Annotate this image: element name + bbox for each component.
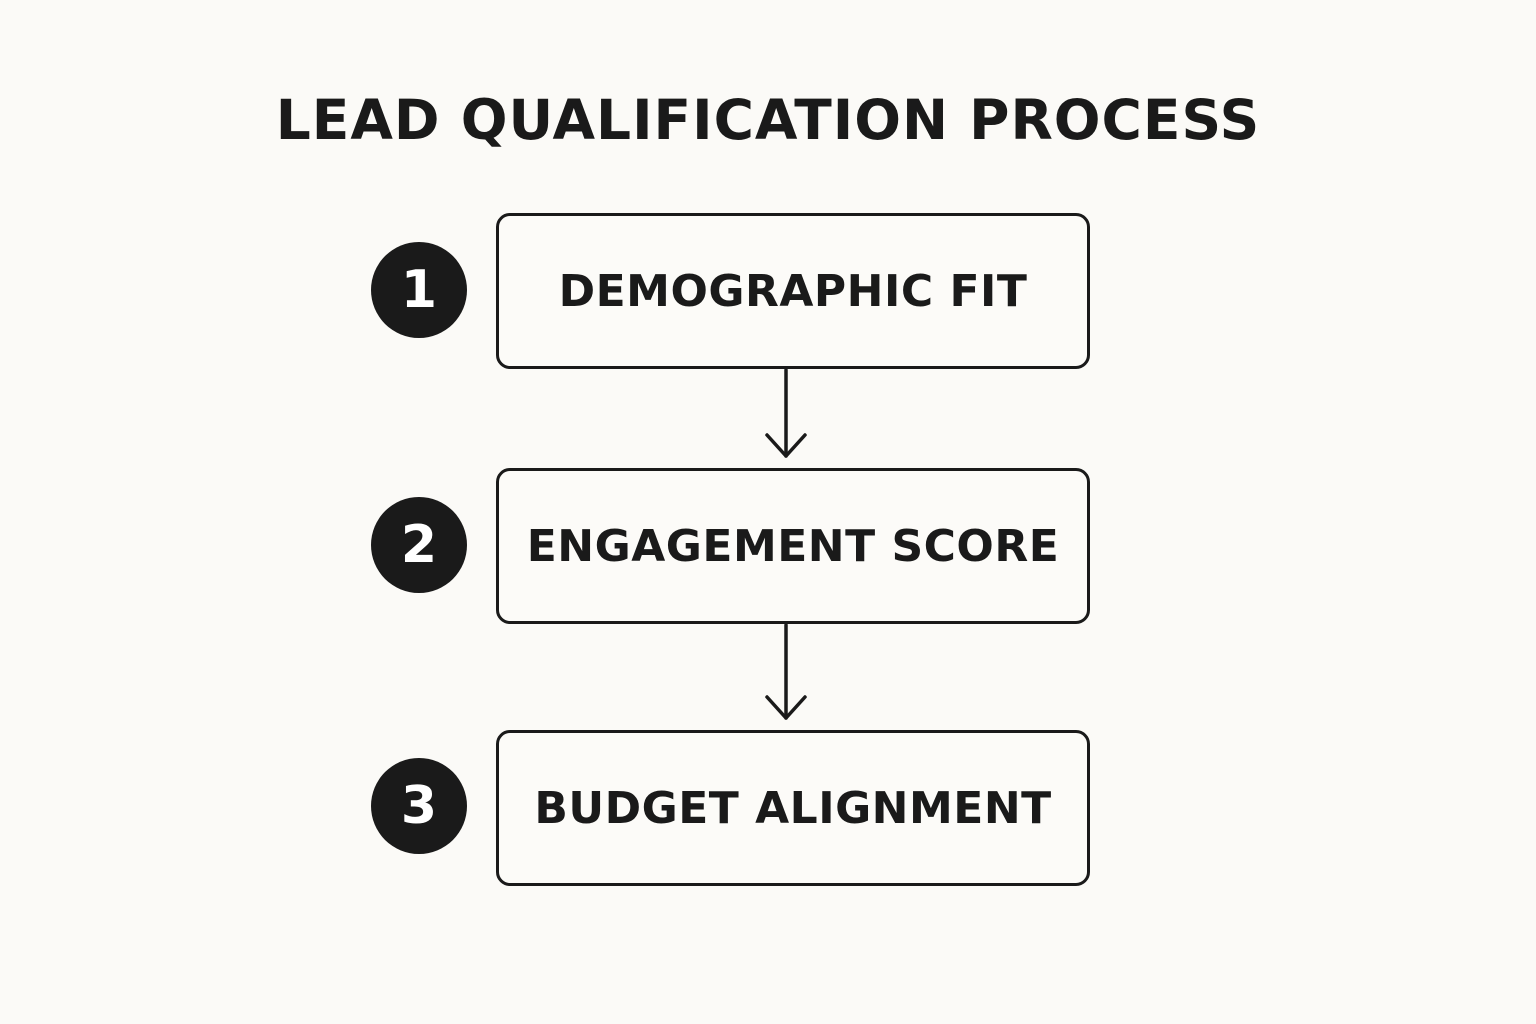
step-2-label: ENGAGEMENT SCORE <box>526 520 1060 572</box>
step-1-box: DEMOGRAPHIC FIT <box>496 213 1090 369</box>
step-3-box: BUDGET ALIGNMENT <box>496 730 1090 886</box>
step-1-number-badge: 1 <box>371 242 467 338</box>
step-2-number-badge: 2 <box>371 497 467 593</box>
step-3-number-badge: 3 <box>371 758 467 854</box>
diagram-title: LEAD QUALIFICATION PROCESS <box>275 88 1261 152</box>
arrow-step-1-to-2 <box>765 368 807 458</box>
arrow-step-2-to-3 <box>765 623 807 720</box>
step-1-label: DEMOGRAPHIC FIT <box>558 265 1028 317</box>
step-3-label: BUDGET ALIGNMENT <box>534 782 1052 834</box>
step-2-box: ENGAGEMENT SCORE <box>496 468 1090 624</box>
